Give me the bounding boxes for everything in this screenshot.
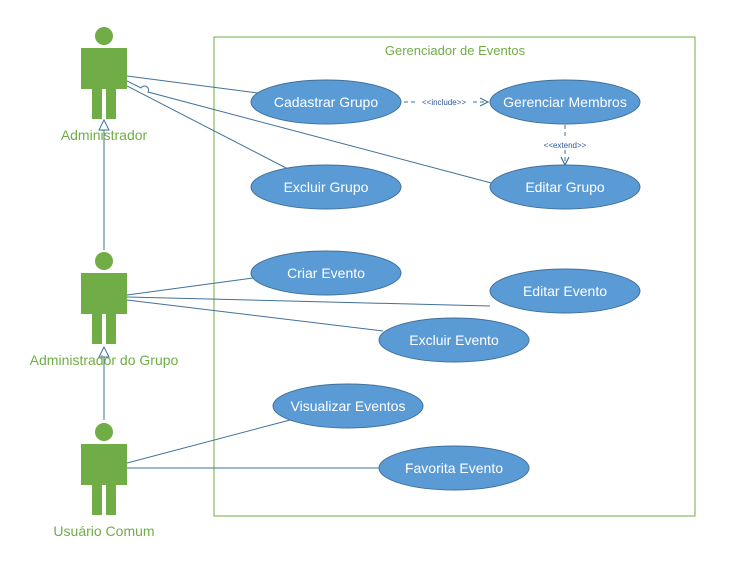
use-case-criar-evento[interactable]: Criar Evento [250,250,402,296]
use-case-favorita-evento[interactable]: Favorita Evento [378,445,530,491]
actor-leg [106,89,116,119]
assoc-admin-editar-grupo [126,80,496,185]
actor-label: Administrador [61,127,148,143]
use-case-label: Gerenciar Membros [503,94,627,110]
actor-body [92,48,116,89]
use-case-excluir-grupo[interactable]: Excluir Grupo [250,164,402,210]
actor-body [81,273,127,314]
assoc-group-admin-criar-evento [126,277,254,296]
actor-label: Administrador do Grupo [30,352,179,368]
use-case-label: Cadastrar Grupo [274,94,378,110]
use-case-excluir-evento[interactable]: Excluir Evento [378,317,530,363]
actor-head [95,423,113,441]
actor-label: Usuário Comum [53,523,154,539]
actor-administrador-do-grupo[interactable]: Administrador do Grupo [30,252,179,368]
generalization-arrowhead-group-admin [98,345,110,358]
associations [126,75,496,469]
use-case-label: Criar Evento [287,265,365,281]
actor-leg [92,485,102,515]
actor-leg [106,485,116,515]
use-case-label: Editar Evento [523,283,607,299]
actor-administrador[interactable]: Administrador [61,27,148,143]
actor-leg [92,314,102,344]
use-case-label: Excluir Evento [409,332,499,348]
use-case-gerenciar-membros[interactable]: Gerenciar Membros [489,79,641,125]
actor-head [95,252,113,270]
actor-head [95,27,113,45]
use-case-label: Favorita Evento [405,460,503,476]
use-case-label: Excluir Grupo [284,179,369,195]
use-case-visualizar-eventos[interactable]: Visualizar Eventos [272,383,424,429]
use-case-cadastrar-grupo[interactable]: Cadastrar Grupo [250,79,402,125]
actor-body [81,444,127,485]
system-boundary [213,36,696,517]
generalizations [98,118,110,420]
system-title: Gerenciador de Eventos [385,43,526,58]
assoc-group-admin-excluir-evento [126,299,384,332]
actor-usuario-comum[interactable]: Usuário Comum [53,423,155,539]
generalization-arrowhead-admin [98,118,110,131]
assoc-admin-cadastrar-grupo [126,75,259,94]
use-case-label: Visualizar Eventos [291,398,406,414]
extend-label: <<extend>> [544,141,587,150]
actor-leg [92,89,102,119]
assoc-group-admin-editar-evento [126,296,491,307]
include-label: <<include>> [422,98,466,107]
assoc-admin-excluir-grupo [126,85,291,171]
dependencies: <<include>> <<extend>> [404,98,587,165]
assoc-user-visualizar-eventos [126,419,291,464]
use-case-editar-grupo[interactable]: Editar Grupo [489,164,641,210]
actor-leg [106,314,116,344]
use-case-label: Editar Grupo [525,179,605,195]
use-case-editar-evento[interactable]: Editar Evento [489,268,641,314]
